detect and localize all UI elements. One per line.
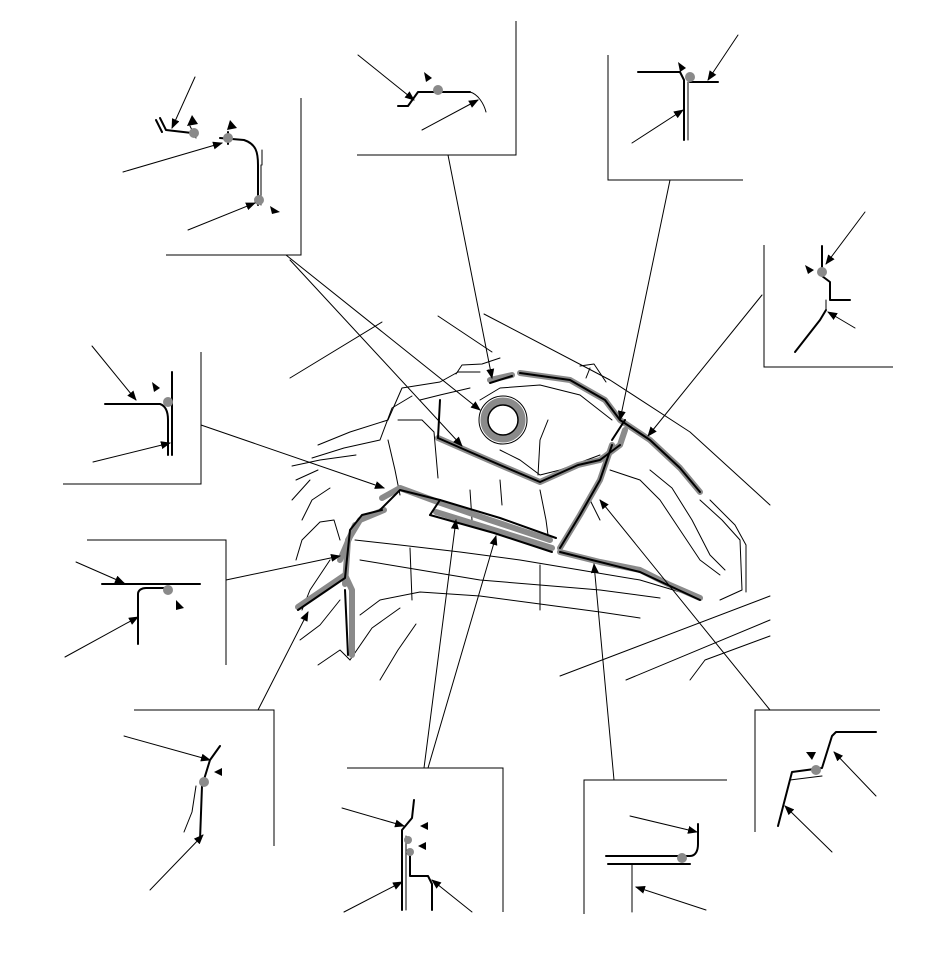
detail-view-d xyxy=(763,211,893,368)
detail-view-j xyxy=(754,709,880,853)
detail-view-c xyxy=(607,34,743,181)
seam-sealer-lines xyxy=(295,370,703,658)
detail-view-h xyxy=(341,767,504,913)
detail-view-b xyxy=(357,21,517,156)
body-structure xyxy=(289,313,771,681)
detail-view-e xyxy=(63,345,202,485)
detail-view-f xyxy=(64,539,227,665)
detail-view-a xyxy=(122,76,302,256)
detail-view-i xyxy=(583,779,727,914)
leader-lines xyxy=(200,154,771,781)
detail-view-g xyxy=(123,709,275,891)
